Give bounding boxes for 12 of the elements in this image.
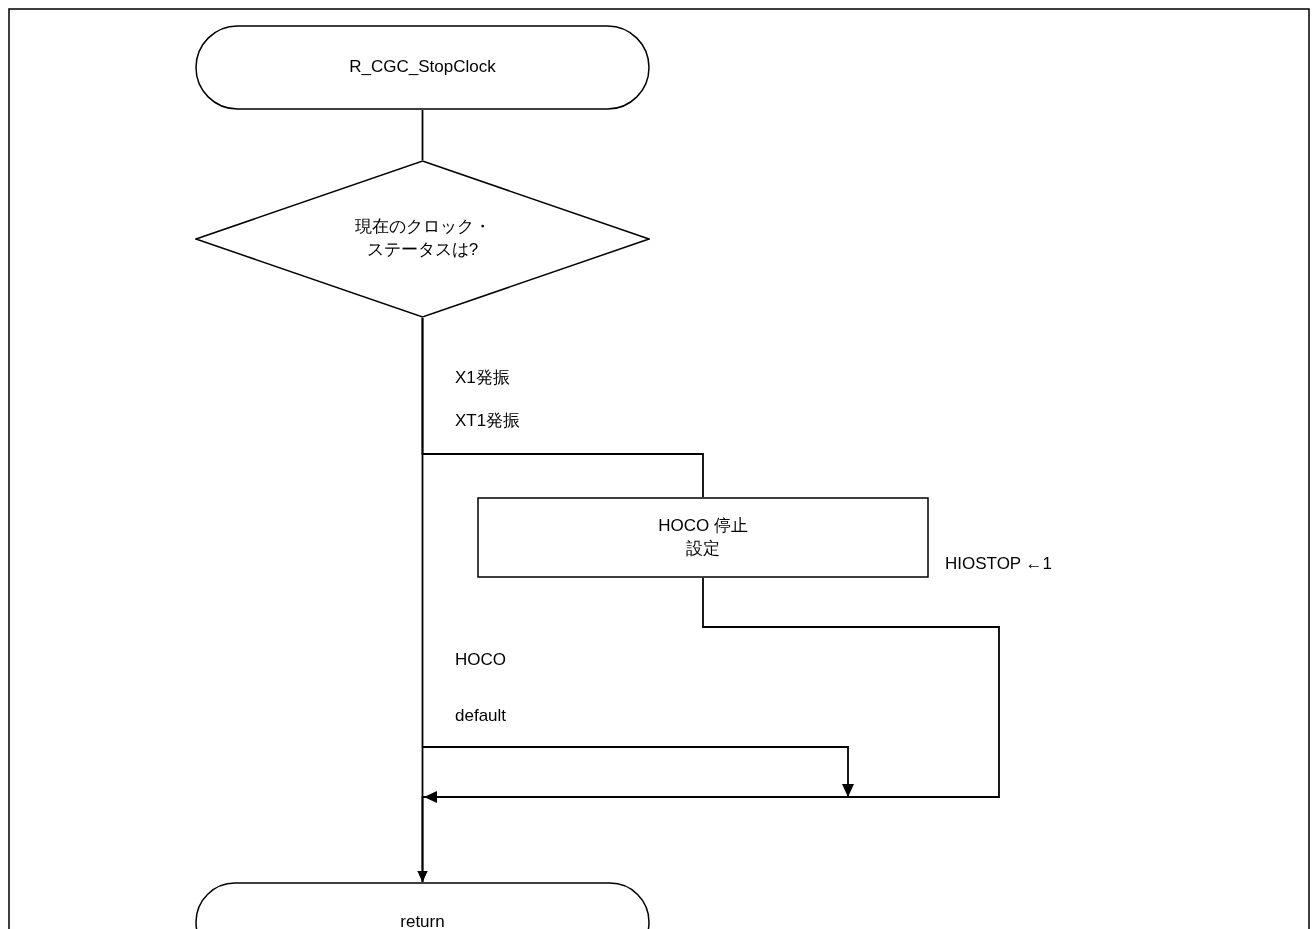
node-label: HOCO 停止設定 — [657, 514, 749, 560]
case-label: default — [455, 705, 507, 727]
node-label: 現在のクロック・ステータスは? — [353, 216, 492, 261]
case-label: HOCO — [455, 649, 506, 671]
register-setting: HIOSTOP ←1 — [945, 553, 1053, 575]
case-label: XT1発振 — [455, 410, 521, 432]
decision-diamond — [195, 160, 650, 318]
flow-arrow — [417, 317, 854, 883]
case-label: X1発振 — [455, 367, 510, 389]
process-box — [477, 497, 929, 578]
node-label: R_CGC_StopClock — [349, 56, 496, 79]
node-label: return — [400, 910, 445, 929]
